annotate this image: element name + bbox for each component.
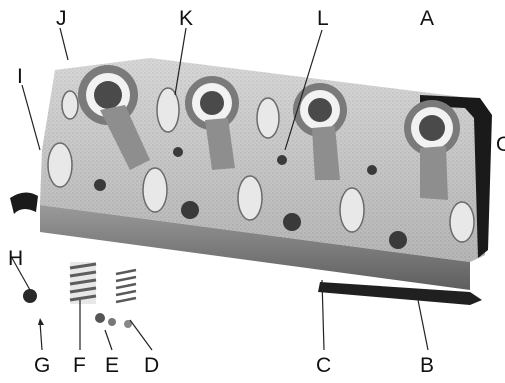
valve-spring-f — [70, 262, 96, 304]
label-o: O — [496, 134, 505, 155]
label-a: A — [420, 8, 434, 29]
label-l: L — [317, 8, 329, 29]
label-g: G — [34, 355, 50, 376]
label-d: D — [144, 355, 159, 376]
label-j: J — [56, 8, 67, 29]
label-h: H — [8, 248, 23, 269]
valve-spring-d — [116, 270, 136, 302]
label-e: E — [105, 355, 119, 376]
clip-left — [10, 192, 38, 214]
label-i: I — [17, 66, 23, 87]
label-k: K — [179, 8, 193, 29]
label-b: B — [420, 355, 434, 376]
label-f: F — [73, 355, 86, 376]
label-c: C — [316, 355, 331, 376]
